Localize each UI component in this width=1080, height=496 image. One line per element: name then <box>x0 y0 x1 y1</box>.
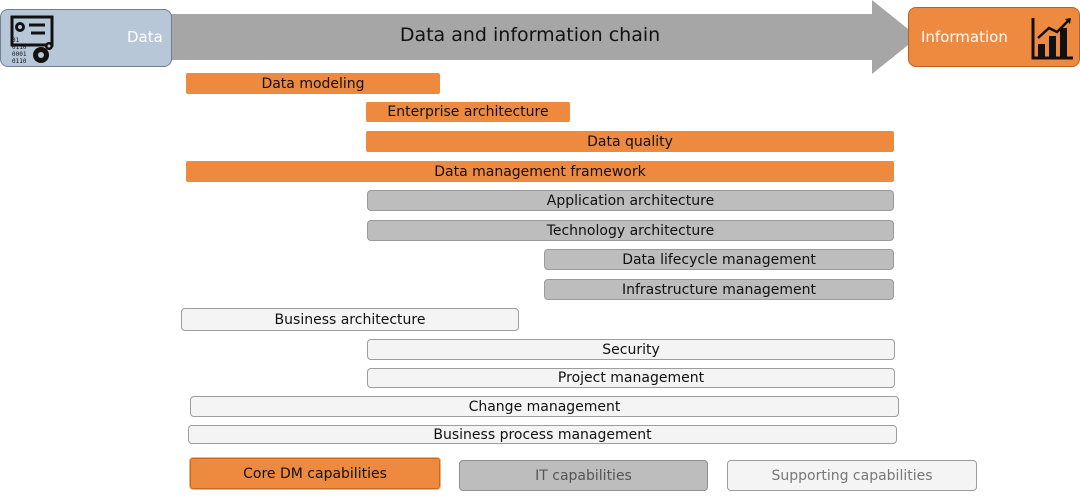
capability-project-management: Project management <box>367 368 895 388</box>
capability-security: Security <box>367 339 895 360</box>
capability-data-lifecycle-management: Data lifecycle management <box>544 249 894 270</box>
legend-supporting: Supporting capabilities <box>727 460 977 491</box>
legend-core: Core DM capabilities <box>190 458 440 489</box>
data-gears-icon <box>10 15 54 63</box>
chain-arrow-label: Data and information chain <box>399 24 661 46</box>
legend-it: IT capabilities <box>459 460 708 491</box>
data-box-label: Data <box>127 28 163 46</box>
capability-enterprise-architecture: Enterprise architecture <box>366 102 570 122</box>
capability-application-architecture: Application architecture <box>367 190 894 211</box>
chain-arrow <box>160 0 918 74</box>
information-box: Information <box>908 7 1080 67</box>
information-box-label: Information <box>921 28 1008 46</box>
capability-data-management-framework: Data management framework <box>186 161 894 182</box>
capability-technology-architecture: Technology architecture <box>367 220 894 241</box>
capability-business-process-management: Business process management <box>188 425 897 444</box>
bar-chart-growth-icon <box>1031 18 1073 60</box>
data-icon-binary-text: 01 0110 0001 0110 <box>12 37 27 65</box>
capability-data-modeling: Data modeling <box>186 73 440 94</box>
capability-business-architecture: Business architecture <box>181 308 519 331</box>
capability-change-management: Change management <box>190 396 899 417</box>
capability-infrastructure-management: Infrastructure management <box>544 279 894 300</box>
data-box: 01 0110 0001 0110 Data <box>0 9 172 67</box>
capability-data-quality: Data quality <box>366 131 894 152</box>
